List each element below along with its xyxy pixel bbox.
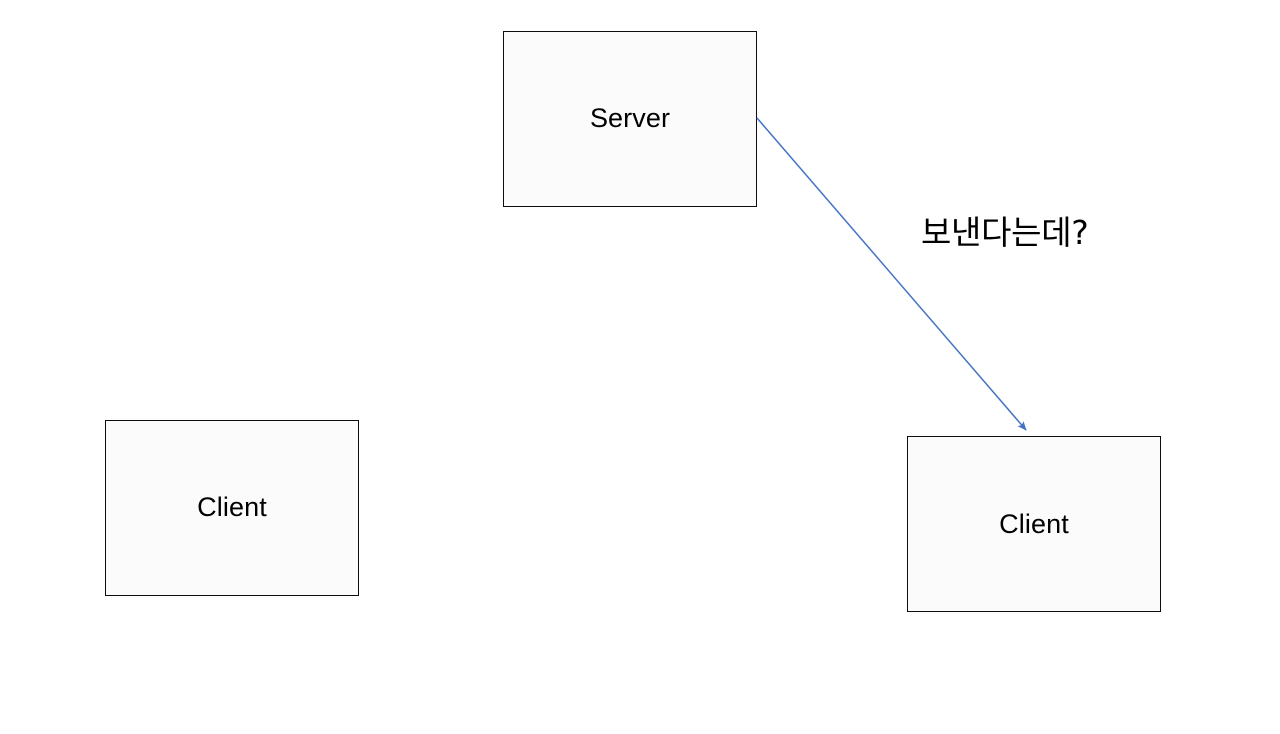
node-server-label: Server (589, 103, 671, 133)
node-client-right[interactable]: Client (907, 436, 1161, 612)
node-client-right-label: Client (999, 509, 1069, 539)
annotation-sent-question: 보낸다는데? (921, 213, 1089, 252)
node-client-left[interactable]: Client (105, 420, 359, 596)
connector-server-to-client-right[interactable] (756, 117, 1027, 431)
node-client-left-label: Client (197, 492, 267, 522)
node-server[interactable]: Server (503, 31, 757, 207)
